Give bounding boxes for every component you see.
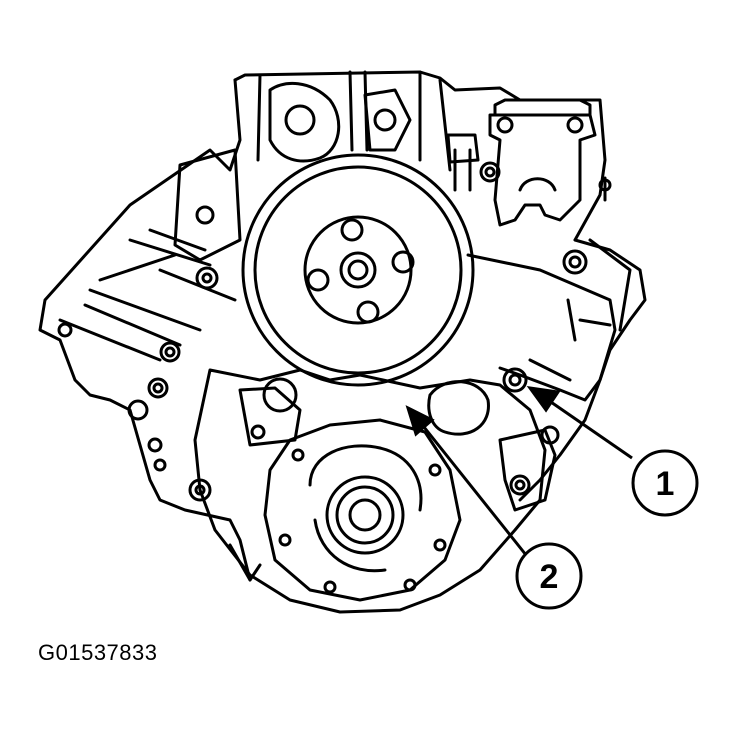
callout-1-label: 1 <box>656 465 675 503</box>
water-pump-pulley-rim <box>253 165 463 375</box>
leader-1 <box>547 398 633 460</box>
crankshaft-seal <box>325 475 405 555</box>
timing-cover-outline <box>193 368 547 614</box>
engine-block-left-edge <box>38 78 252 582</box>
callout-leaders <box>405 386 633 561</box>
engine-block-right-edge <box>518 238 647 502</box>
front-cover-plate <box>263 418 462 602</box>
arrowhead-1 <box>526 386 561 413</box>
figure-id: G01537833 <box>38 640 158 665</box>
callout-1: 1 <box>631 449 699 517</box>
leader-2 <box>418 421 532 561</box>
callout-2: 2 <box>515 542 583 610</box>
water-pump-outlet <box>466 253 617 402</box>
arrowhead-2 <box>405 405 435 437</box>
water-pump-pulley-outer <box>241 153 475 387</box>
thermostat-housing <box>488 113 597 227</box>
engine-block-outline <box>233 70 607 242</box>
callout-2-label: 2 <box>540 558 559 596</box>
